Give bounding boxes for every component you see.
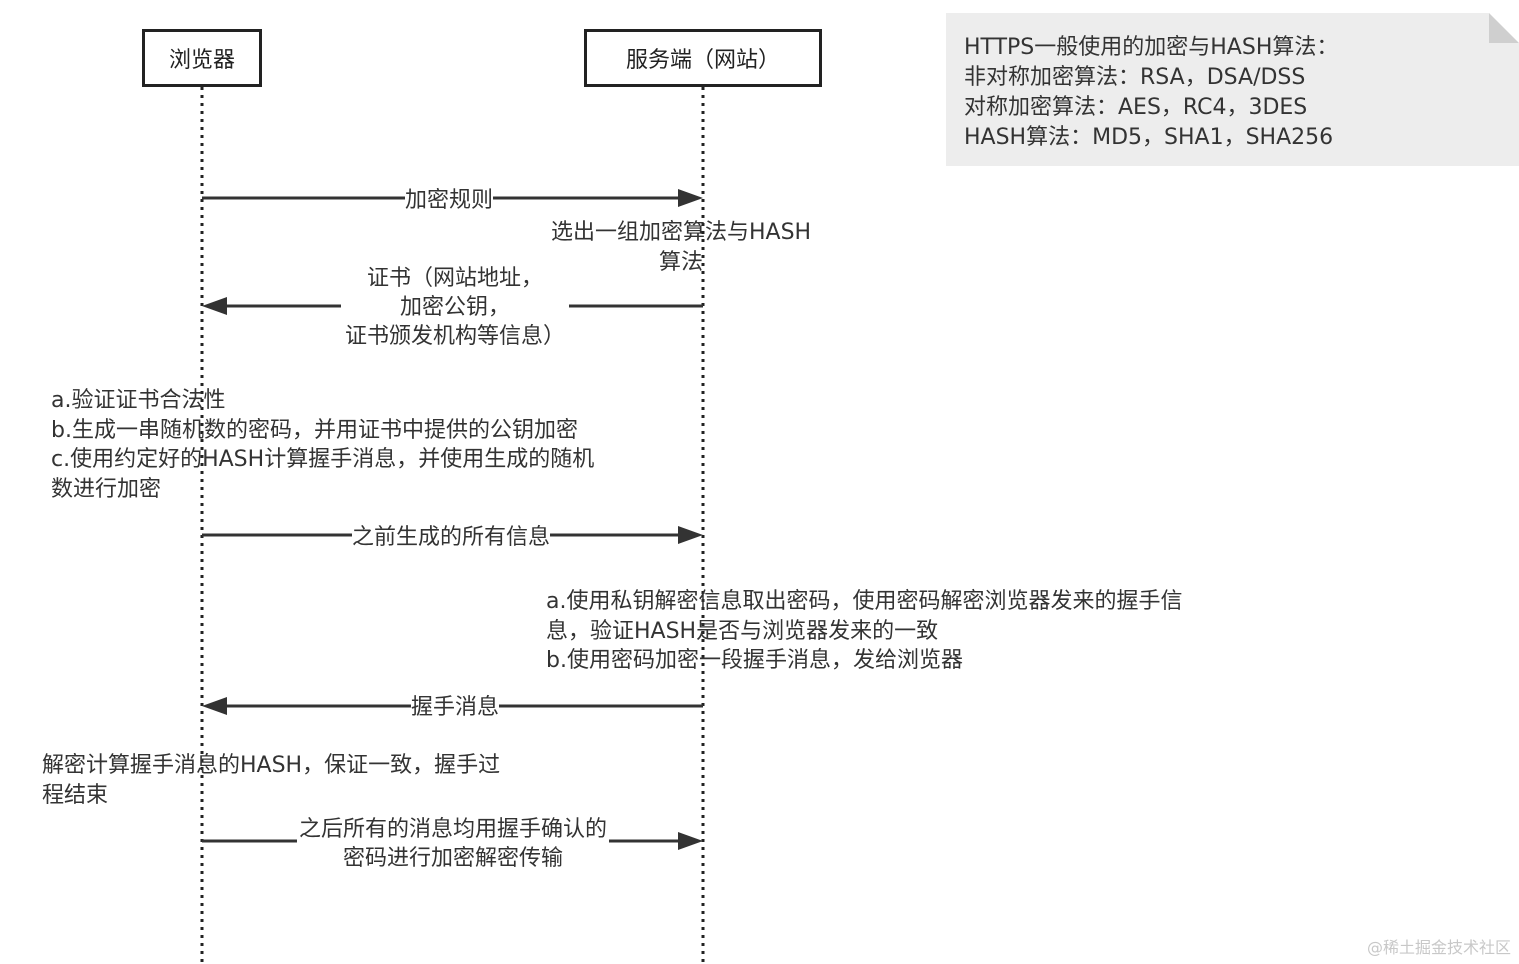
browser-actor-label: 浏览器 (168, 48, 235, 73)
message-label-encrypt-rules: 加密规则 (404, 186, 494, 215)
annotation-line: a.验证证书合法性 (51, 388, 226, 413)
message-text: 握手消息 (410, 695, 500, 720)
annotation-line: 息，验证HASH是否与浏览器发来的一致 (546, 618, 939, 644)
note-folded-corner (1489, 13, 1519, 43)
message-label-all-info: 之前生成的所有信息 (351, 523, 551, 552)
note-line: 对称加密算法：AES，RC4，3DES (964, 95, 1308, 120)
browser-finish-annotation: 解密计算握手消息的HASH，保证一致，握手过 程结束 (42, 751, 500, 810)
watermark: @稀土掘金技术社区 (1366, 938, 1511, 957)
annotation-line: b.使用密码加密一段握手消息，发给浏览器 (546, 648, 963, 673)
note-line: HTTPS一般使用的加密与HASH算法： (964, 35, 1339, 60)
message-text: 证书颁发机构等信息） (344, 324, 566, 349)
server-select-annotation: 选出一组加密算法与HASH 算法 (551, 218, 811, 277)
annotation-line: 程结束 (42, 782, 109, 808)
annotation-line: 解密计算握手消息的HASH，保证一致，握手过 (42, 753, 501, 778)
message-text: 之前生成的所有信息 (351, 525, 551, 550)
message-text: 加密规则 (404, 188, 494, 213)
algorithm-note: HTTPS一般使用的加密与HASH算法： 非对称加密算法：RSA，DSA/DSS… (946, 13, 1519, 166)
annotation-line: b.生成一串随机数的密码，并用证书中提供的公钥加密 (51, 417, 578, 443)
note-line: HASH算法：MD5，SHA1，SHA256 (964, 125, 1334, 150)
server-actor-box: 服务端（网站） (584, 29, 822, 87)
browser-verify-annotation: a.验证证书合法性 b.生成一串随机数的密码，并用证书中提供的公钥加密 c.使用… (51, 386, 594, 504)
note-line: 非对称加密算法：RSA，DSA/DSS (964, 65, 1306, 90)
annotation-line: 数进行加密 (51, 476, 162, 502)
message-label-handshake: 握手消息 (410, 693, 500, 722)
annotation-line: c.使用约定好的HASH计算握手消息，并使用生成的随机 (51, 447, 595, 472)
message-text: 密码进行加密解密传输 (342, 846, 564, 871)
annotation-line: 算法 (659, 249, 704, 275)
annotation-line: 选出一组加密算法与HASH (551, 220, 812, 245)
annotation-line: a.使用私钥解密信息取出密码，使用密码解密浏览器发来的握手信 (546, 589, 1183, 614)
message-text: 加密公钥， (399, 295, 511, 320)
server-decrypt-annotation: a.使用私钥解密信息取出密码，使用密码解密浏览器发来的握手信 息，验证HASH是… (546, 587, 1182, 676)
message-text: 证书（网站地址， (366, 266, 544, 291)
message-label-certificate: 证书（网站地址， 加密公钥， 证书颁发机构等信息） (340, 264, 570, 351)
message-label-encrypted-transfer: 之后所有的消息均用握手确认的 密码进行加密解密传输 (296, 815, 610, 873)
server-actor-label: 服务端（网站） (625, 48, 780, 73)
message-text: 之后所有的消息均用握手确认的 (298, 817, 608, 842)
browser-actor-box: 浏览器 (142, 29, 262, 87)
